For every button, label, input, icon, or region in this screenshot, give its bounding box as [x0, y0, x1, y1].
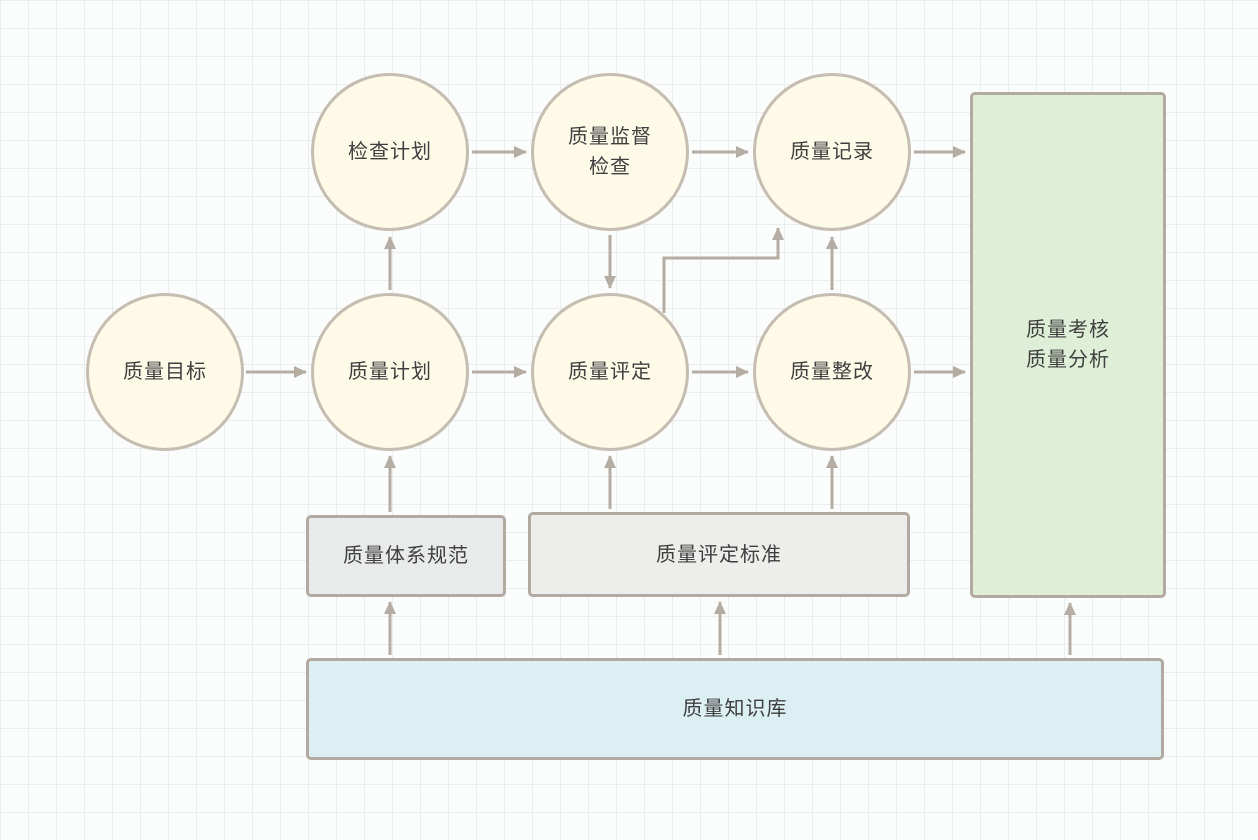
- node-inspection-plan[interactable]: 检查计划: [311, 73, 469, 231]
- edge-evaluation-to-record: [662, 227, 784, 313]
- node-quality-rectification-label: 质量整改: [790, 361, 874, 383]
- node-inspection-plan-label: 检查计划: [348, 141, 432, 163]
- node-quality-rectification[interactable]: 质量整改: [753, 293, 911, 451]
- node-quality-evaluation[interactable]: 质量评定: [531, 293, 689, 451]
- node-quality-goal[interactable]: 质量目标: [86, 293, 244, 451]
- node-quality-evaluation-standard[interactable]: 质量评定标准: [528, 512, 910, 597]
- node-quality-knowledge-base[interactable]: 质量知识库: [306, 658, 1164, 760]
- node-quality-record[interactable]: 质量记录: [753, 73, 911, 231]
- node-quality-evaluation-standard-label: 质量评定标准: [656, 543, 782, 566]
- node-quality-goal-label: 质量目标: [123, 361, 207, 383]
- node-quality-knowledge-base-label: 质量知识库: [682, 698, 788, 720]
- node-quality-supervision-inspection-label: 质量监督 检查: [568, 126, 652, 178]
- node-quality-assessment-analysis-label: 质量考核 质量分析: [1026, 319, 1110, 371]
- node-quality-assessment-analysis[interactable]: 质量考核 质量分析: [970, 92, 1166, 598]
- node-quality-record-label: 质量记录: [790, 141, 874, 163]
- node-quality-system-spec[interactable]: 质量体系规范: [306, 515, 506, 597]
- node-quality-evaluation-label: 质量评定: [568, 361, 652, 383]
- node-quality-plan-label: 质量计划: [348, 361, 432, 383]
- node-quality-system-spec-label: 质量体系规范: [343, 545, 469, 567]
- node-quality-supervision-inspection[interactable]: 质量监督 检查: [531, 73, 689, 231]
- node-quality-plan[interactable]: 质量计划: [311, 293, 469, 451]
